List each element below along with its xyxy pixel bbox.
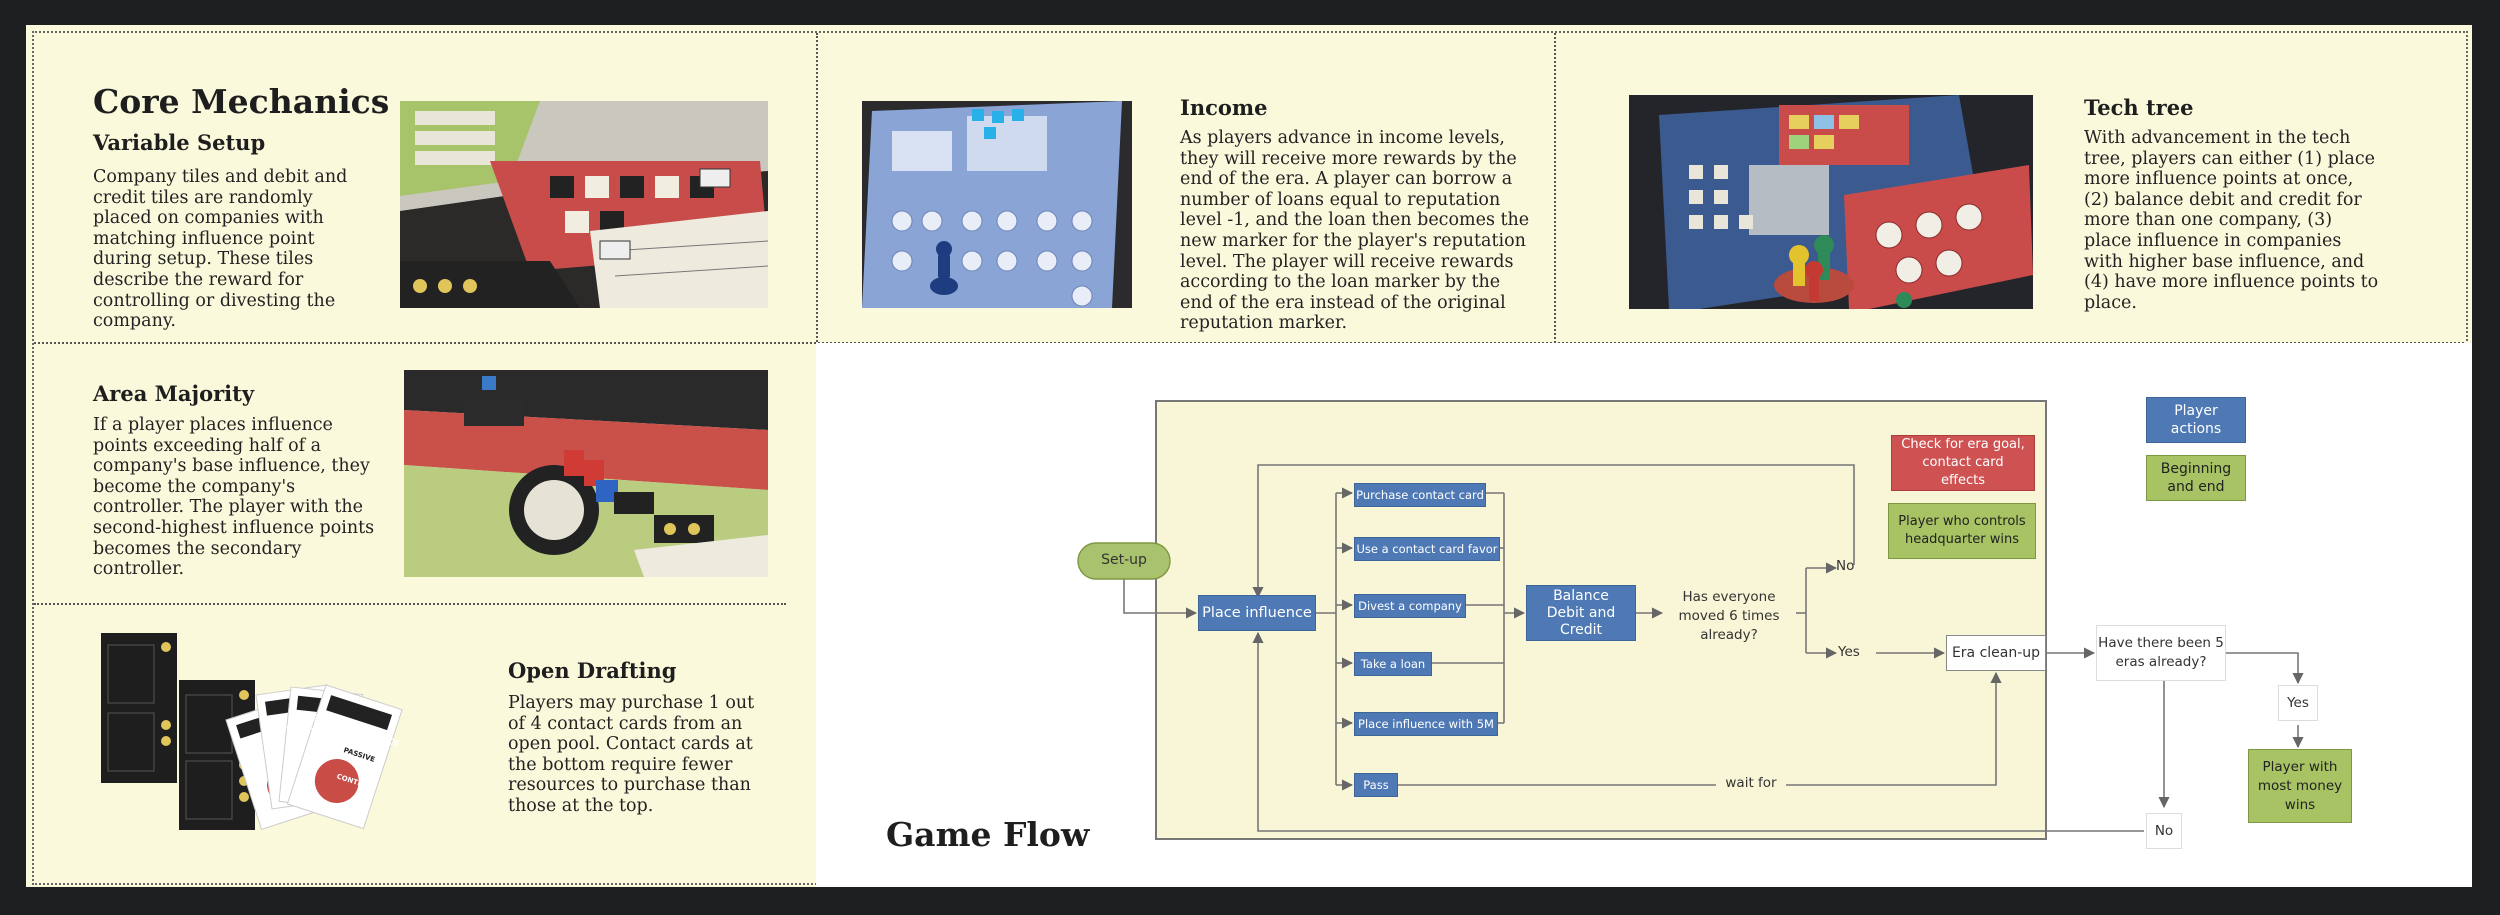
tech-tree-text: With advancement in the tech tree, playe… xyxy=(2084,128,2379,313)
core-mechanics-title: Core Mechanics xyxy=(93,82,390,121)
setup-label: Set-up xyxy=(1101,552,1147,568)
action-use-contact-card-favor: Use a contact card favor xyxy=(1354,537,1500,561)
income-title: Income xyxy=(1180,95,1268,120)
variable-setup-title: Variable Setup xyxy=(93,130,266,155)
divider-v2 xyxy=(1554,33,1556,343)
income-photo xyxy=(862,101,1132,308)
most-money-wins-node: Player with most money wins xyxy=(2248,749,2352,823)
place-influence-node: Place influence xyxy=(1198,595,1316,631)
game-flow-title: Game Flow xyxy=(886,815,1090,854)
tech-tree-title: Tech tree xyxy=(2084,95,2194,120)
legend-beginning-end: Beginning and end xyxy=(2146,455,2246,501)
question-five-eras: Have there been 5 eras already? xyxy=(2096,625,2226,681)
yes-label-final: Yes xyxy=(2278,685,2318,721)
action-take-loan: Take a loan xyxy=(1354,652,1432,676)
legend-player-actions: Player actions xyxy=(2146,397,2246,443)
wait-for-label: wait for xyxy=(1716,775,1786,791)
question-moved-six-times: Has everyone moved 6 times already? xyxy=(1678,589,1780,643)
balance-debit-credit-node: Balance Debit and Credit xyxy=(1526,585,1636,641)
yes-label-cleanup: Yes xyxy=(1838,644,1860,660)
action-divest-company: Divest a company xyxy=(1354,594,1466,618)
divider-h2 xyxy=(34,603,786,605)
no-label-final: No xyxy=(2146,813,2182,849)
action-place-influence-5m: Place influence with 5M xyxy=(1354,712,1498,736)
variable-setup-text: Company tiles and debit and credit tiles… xyxy=(93,167,348,332)
area-majority-photo xyxy=(404,370,768,577)
setup-node xyxy=(1077,542,1171,580)
action-purchase-contact-card: Purchase contact card xyxy=(1354,483,1486,507)
check-era-goal-node: Check for era goal, contact card effects xyxy=(1891,435,2035,491)
game-flow-panel: Set-up Place influence Purchase contact … xyxy=(816,343,2472,887)
income-text: As players advance in income levels, the… xyxy=(1180,128,1530,334)
hq-wins-node: Player who controls headquarter wins xyxy=(1888,503,2036,559)
poster-sheet: Core Mechanics Variable Setup Company ti… xyxy=(26,25,2472,887)
open-drafting-photo: CONSUL PRO SURVEILLANCE PASSIVE CONTROL xyxy=(86,625,516,875)
no-label-loop: No xyxy=(1836,558,1855,574)
era-cleanup-node: Era clean-up xyxy=(1946,635,2046,671)
action-pass: Pass xyxy=(1354,773,1398,797)
variable-setup-photo xyxy=(400,101,768,308)
area-majority-title: Area Majority xyxy=(93,381,255,406)
open-drafting-title: Open Drafting xyxy=(508,658,677,683)
tech-tree-photo xyxy=(1629,95,2033,309)
open-drafting-text: Players may purchase 1 out of 4 contact … xyxy=(508,693,755,816)
area-majority-text: If a player places influence points exce… xyxy=(93,415,375,580)
